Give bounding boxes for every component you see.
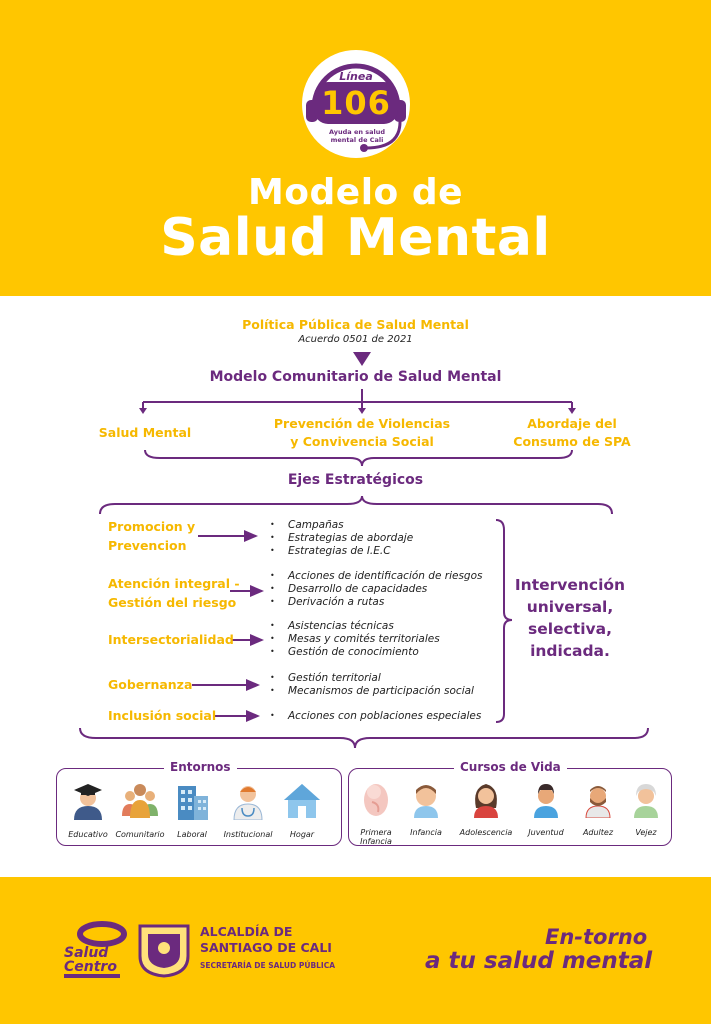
footer-band: [0, 877, 711, 1024]
curso-infancia: Infancia: [396, 778, 456, 837]
eje-inclusion-bullets: Acciones con poblaciones especiales: [270, 709, 481, 723]
logo-number: 106: [314, 82, 398, 124]
house-icon: [284, 784, 320, 818]
office-building-icon: [178, 786, 208, 820]
branch-prevencion: Prevención de Violencias y Convivencia S…: [232, 415, 492, 451]
list-item: Desarrollo de capacidades: [270, 582, 482, 596]
intervention-line2: universal,: [526, 598, 614, 616]
eje-atencion-bullets: Acciones de identificación de riesgos De…: [270, 569, 482, 609]
list-item: Gestión de conocimiento: [270, 645, 440, 659]
curso-label: Adolescencia: [459, 828, 513, 837]
intervention-line1: Intervención: [514, 576, 626, 594]
teen-icon: [474, 784, 498, 818]
entorno-laboral: Laboral: [162, 780, 222, 839]
secretaria-text: SECRETARÍA DE SALUD PÚBLICA: [200, 961, 336, 970]
curso-primera-infancia: Primera Infancia: [346, 778, 406, 846]
eje-atencion: Atención integral - Gestión del riesgo: [108, 574, 240, 612]
entorno-label: Educativo: [68, 830, 108, 839]
entorno-label: Institucional: [223, 830, 273, 839]
branch-prevencion-line2: y Convivencia Social: [290, 434, 434, 449]
adult-icon: [585, 786, 611, 819]
salud-centro-text2: Centro: [64, 959, 117, 975]
child-icon: [414, 785, 438, 818]
branch-abordaje-line2: Consumo de SPA: [513, 434, 631, 449]
list-item: Gestión territorial: [270, 671, 474, 685]
eje-gobernanza-bullets: Gestión territorial Mecanismos de partic…: [270, 671, 474, 698]
eje-promocion-bullets: Campañas Estrategias de abordaje Estrate…: [270, 518, 413, 558]
alcaldia-line1: ALCALDÍA DE: [200, 924, 293, 939]
curso-adultez: Adultez: [568, 778, 628, 837]
curso-juventud: Juventud: [516, 778, 576, 837]
eje-gobernanza: Gobernanza: [108, 675, 192, 694]
logo-line-label: Línea: [339, 70, 373, 83]
branch-abordaje-line1: Abordaje del: [527, 416, 617, 431]
branch-abordaje: Abordaje del Consumo de SPA: [510, 415, 634, 451]
community-icon: [122, 784, 158, 818]
eje-label-line1: Promocion y: [108, 519, 196, 534]
list-item: Asistencias técnicas: [270, 619, 440, 633]
eje-label-line1: Inclusión social: [108, 708, 217, 723]
intervention-text: Intervención universal, selectiva, indic…: [514, 574, 626, 662]
curso-label: Primera Infancia: [346, 828, 406, 846]
list-item: Mesas y comités territoriales: [270, 632, 440, 646]
policy-title: Política Pública de Salud Mental: [242, 317, 469, 332]
eje-label-line1: Gobernanza: [108, 677, 193, 692]
eje-label-line1: Intersectorialidad: [108, 632, 234, 647]
linea-106-logo: Línea 106 Ayuda en salud mental de Cali: [300, 48, 412, 160]
intervention-line3: selectiva,: [528, 620, 612, 638]
list-item: Acciones de identificación de riesgos: [270, 569, 482, 583]
curso-label: Vejez: [635, 828, 657, 837]
entorno-educativo: Educativo: [58, 780, 118, 839]
list-item: Estrategias de I.E.C: [270, 544, 413, 558]
page-title-line1: Modelo de: [247, 172, 464, 213]
curso-label: Infancia: [410, 828, 442, 837]
curso-vejez: Vejez: [616, 778, 676, 837]
branch-prevencion-line1: Prevención de Violencias: [273, 416, 451, 431]
ejes-title: Ejes Estratégicos: [287, 472, 424, 488]
entorno-comunitario: Comunitario: [110, 780, 170, 839]
curso-label-line1: Primera: [360, 828, 392, 837]
model-title: Modelo Comunitario de Salud Mental: [209, 369, 502, 385]
list-item: Estrategias de abordaje: [270, 531, 413, 545]
salud-centro-logo: [64, 921, 127, 978]
entornos-title: Entornos: [164, 760, 237, 774]
policy-subtitle: Acuerdo 0501 de 2021: [298, 334, 413, 345]
branch-salud-mental: Salud Mental: [98, 425, 192, 440]
logo-subtitle: Ayuda en salud mental de Cali: [328, 128, 386, 144]
list-item: Acciones con poblaciones especiales: [270, 709, 481, 723]
intervention-line4: indicada.: [530, 642, 610, 660]
entorno-institucional: Institucional: [218, 780, 278, 839]
graduate-icon: [74, 784, 102, 820]
cursos-title: Cursos de Vida: [454, 760, 567, 774]
alcaldia-line2: SANTIAGO DE CALI: [200, 940, 332, 955]
curso-adolescencia: Adolescencia: [456, 778, 516, 837]
eje-intersectorialidad-bullets: Asistencias técnicas Mesas y comités ter…: [270, 619, 440, 659]
curso-label: Juventud: [528, 828, 564, 837]
eje-intersectorialidad: Intersectorialidad: [108, 630, 234, 649]
eje-label-line1: Atención integral -: [108, 576, 240, 591]
entorno-label: Comunitario: [115, 830, 165, 839]
doctor-icon: [233, 786, 263, 821]
entorno-label: Laboral: [177, 830, 207, 839]
elder-icon: [634, 784, 658, 818]
entorno-label: Hogar: [289, 830, 315, 839]
eje-inclusion: Inclusión social: [108, 706, 216, 725]
eje-label-line2: Gestión del riesgo: [108, 595, 237, 610]
page-title-line2: Salud Mental: [160, 208, 551, 268]
salud-centro-text1: Salud: [64, 945, 109, 961]
eje-label-line2: Prevencion: [108, 538, 187, 553]
list-item: Mecanismos de participación social: [270, 684, 474, 698]
young-man-icon: [534, 784, 558, 818]
curso-label: Adultez: [582, 828, 614, 837]
cali-coat-of-arms-icon: [138, 924, 190, 978]
diagram-connectors: [79, 352, 649, 749]
entorno-hogar: Hogar: [272, 780, 332, 839]
fetus-icon: [364, 784, 388, 816]
list-item: Campañas: [270, 518, 413, 532]
eje-promocion: Promocion y Prevencion: [108, 517, 195, 555]
slogan-line2: a tu salud mental: [425, 948, 653, 974]
curso-label-line2: Infancia: [360, 837, 392, 846]
list-item: Derivación a rutas: [270, 595, 482, 609]
slogan-line1: En-torno: [545, 925, 648, 949]
